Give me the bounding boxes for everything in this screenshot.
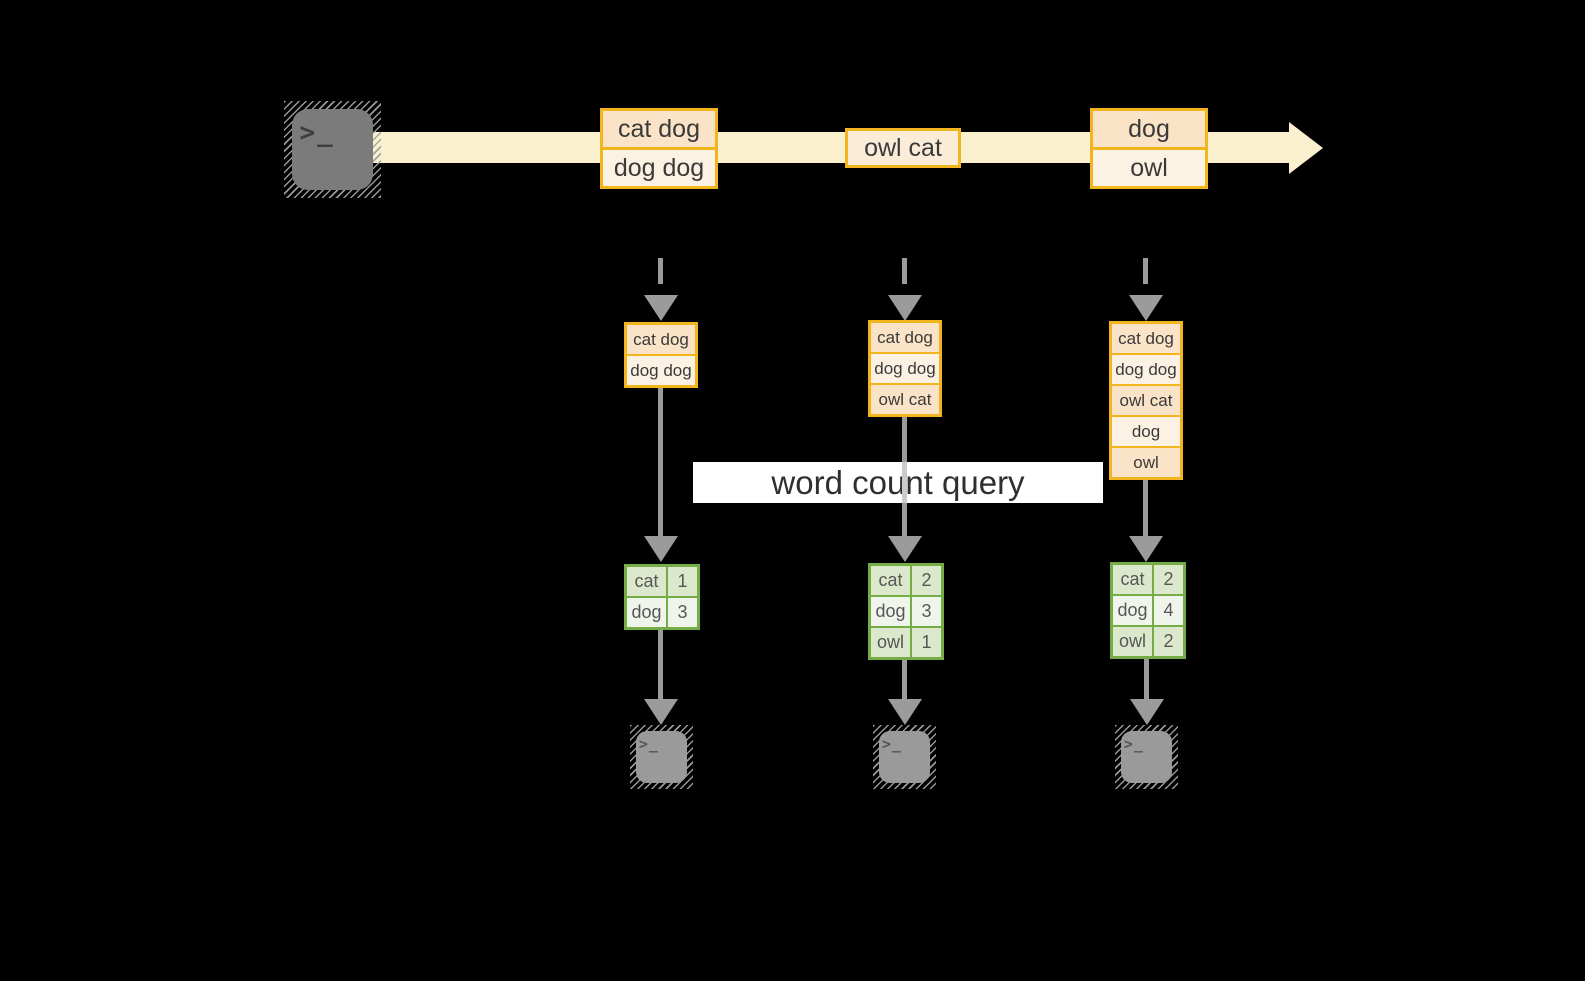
query-label: word count query — [771, 463, 1025, 501]
terminal-icon: >_ — [284, 101, 381, 198]
arrowhead-icon — [1129, 295, 1163, 321]
output-arrow — [902, 660, 907, 701]
dashed-arrow — [1143, 258, 1148, 284]
event-row: owl cat — [848, 131, 958, 165]
dashed-arrow — [902, 258, 907, 284]
buffer-row: owl — [1112, 448, 1180, 477]
arrowhead-icon — [644, 536, 678, 562]
stream-arrowhead-icon — [1289, 122, 1323, 174]
terminal-icon-body — [292, 109, 373, 190]
buffer-row: cat dog — [627, 325, 695, 354]
event-row: owl — [1093, 150, 1205, 186]
buffer-box: cat dog dog dog owl cat — [868, 320, 942, 417]
count-cell: 2 — [1154, 627, 1183, 656]
word-cell: dog — [1113, 596, 1152, 625]
wordcount-table: cat 2 dog 3 owl 1 — [868, 563, 944, 660]
arrowhead-icon — [644, 699, 678, 725]
event-row: dog dog — [603, 150, 715, 186]
buffer-box: cat dog dog dog — [624, 322, 698, 388]
event-row: dog — [1093, 111, 1205, 147]
terminal-icon: >_ — [873, 725, 936, 789]
terminal-prompt-icon: >_ — [1123, 735, 1144, 754]
count-cell: 1 — [668, 567, 697, 596]
arrowhead-icon — [644, 295, 678, 321]
query-overlay: word count query — [693, 462, 1103, 503]
count-cell: 3 — [912, 597, 941, 626]
buffer-row: dog dog — [1112, 355, 1180, 384]
buffer-row: cat dog — [1112, 324, 1180, 353]
event-row: cat dog — [603, 111, 715, 147]
count-cell: 2 — [1154, 565, 1183, 594]
output-arrow — [1144, 659, 1149, 701]
terminal-prompt-icon: >_ — [638, 735, 659, 754]
terminal-icon-body — [636, 731, 687, 783]
buffer-row: owl cat — [1112, 386, 1180, 415]
count-cell: 2 — [912, 566, 941, 595]
terminal-icon-body — [1121, 731, 1172, 783]
word-cell: owl — [1113, 627, 1152, 656]
arrowhead-icon — [888, 295, 922, 321]
query-arrow — [658, 388, 663, 536]
buffer-row: dog — [1112, 417, 1180, 446]
word-cell: cat — [627, 567, 666, 596]
terminal-prompt-icon: >_ — [881, 735, 902, 754]
word-cell: cat — [1113, 565, 1152, 594]
arrowhead-icon — [1129, 536, 1163, 562]
buffer-row: dog dog — [627, 356, 695, 385]
buffer-row: cat dog — [871, 323, 939, 352]
event-box: owl cat — [845, 128, 961, 168]
event-box: cat dog dog dog — [600, 108, 718, 189]
buffer-row: dog dog — [871, 354, 939, 383]
buffer-box: cat dog dog dog owl cat dog owl — [1109, 321, 1183, 480]
count-cell: 3 — [668, 598, 697, 627]
count-cell: 1 — [912, 628, 941, 657]
terminal-prompt-icon: >_ — [299, 118, 335, 149]
arrowhead-icon — [888, 536, 922, 562]
dashed-arrow — [658, 258, 663, 284]
count-cell: 4 — [1154, 596, 1183, 625]
word-cell: owl — [871, 628, 910, 657]
query-arrow — [1143, 480, 1148, 536]
buffer-row: owl cat — [871, 385, 939, 414]
query-arrow-passthrough — [902, 462, 907, 503]
terminal-icon: >_ — [630, 725, 693, 789]
arrowhead-icon — [888, 699, 922, 725]
event-box: dog owl — [1090, 108, 1208, 189]
terminal-icon-body — [879, 731, 930, 783]
wordcount-table: cat 2 dog 4 owl 2 — [1110, 562, 1186, 659]
wordcount-table: cat 1 dog 3 — [624, 564, 700, 630]
terminal-icon: >_ — [1115, 725, 1178, 789]
word-cell: dog — [871, 597, 910, 626]
output-arrow — [658, 630, 663, 701]
word-cell: cat — [871, 566, 910, 595]
arrowhead-icon — [1130, 699, 1164, 725]
word-cell: dog — [627, 598, 666, 627]
